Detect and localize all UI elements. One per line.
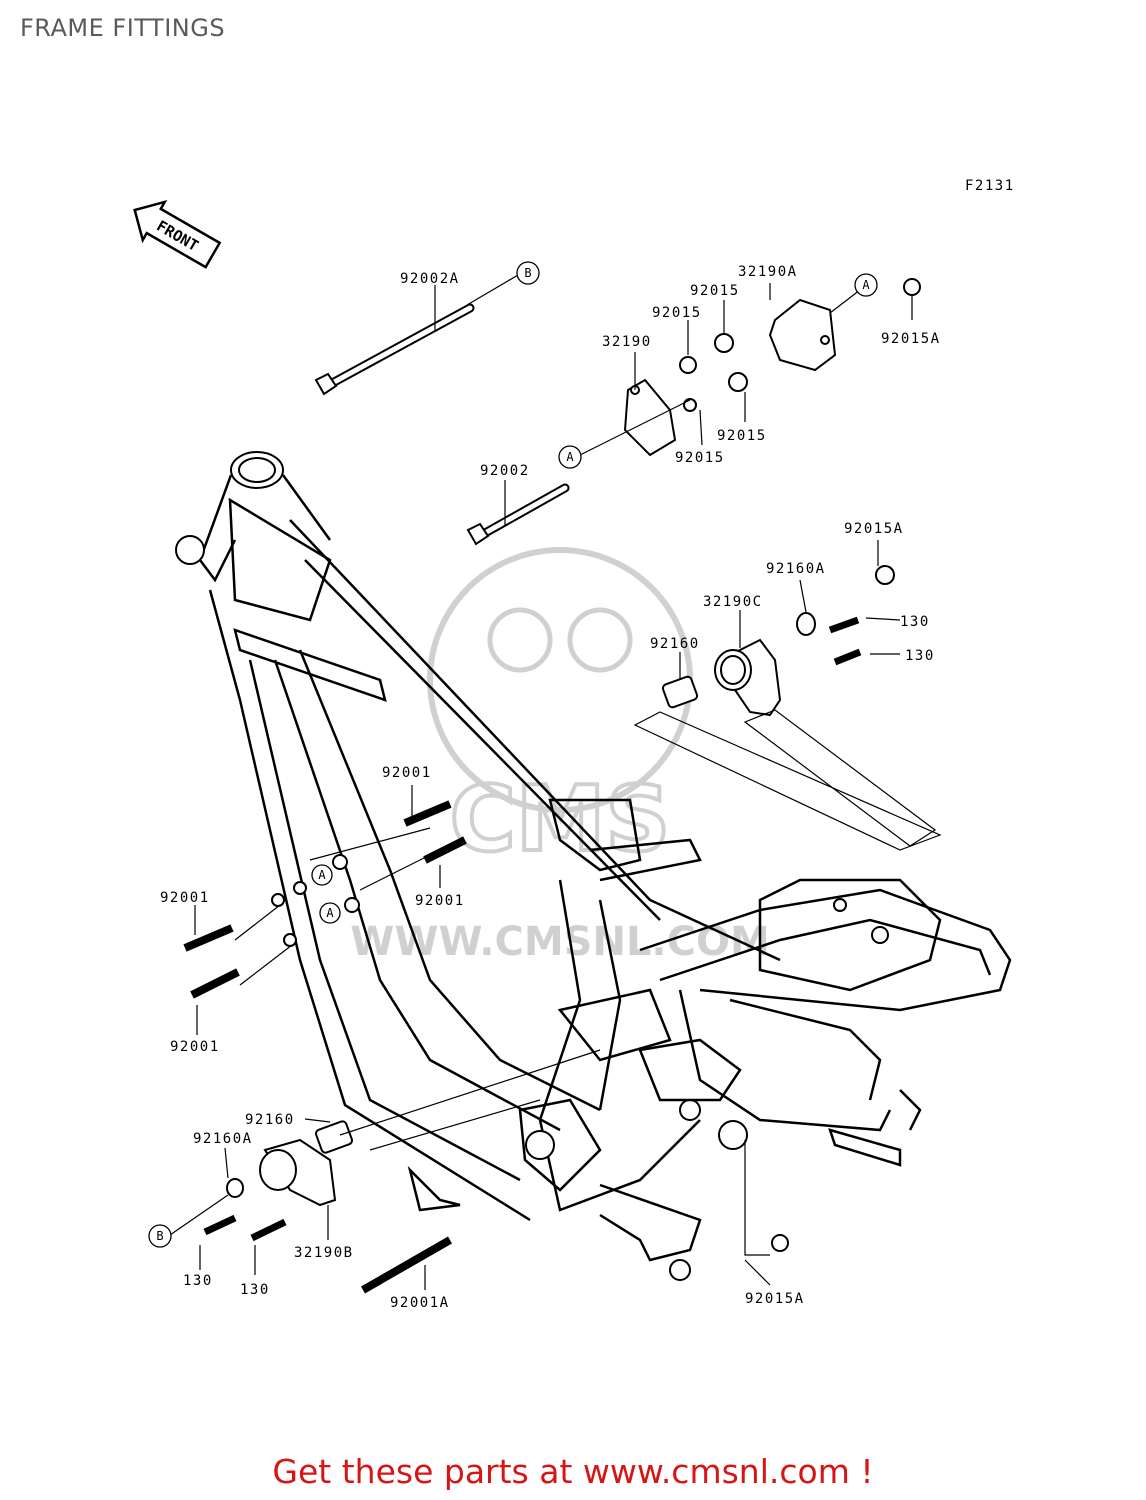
bolt-92002-icon <box>466 483 570 546</box>
label-92002A: 92002A <box>400 271 460 287</box>
svg-text:A: A <box>326 906 334 920</box>
label-92015A-mid: 92015A <box>844 521 904 537</box>
label-130-b: 130 <box>905 648 935 664</box>
bushing-92160-top-icon <box>661 675 699 709</box>
svg-text:A: A <box>862 278 870 292</box>
label-92002: 92002 <box>480 463 530 479</box>
label-32190C: 32190C <box>703 594 763 610</box>
label-92160-top: 92160 <box>650 636 700 652</box>
ref-marker-A-frame2: A <box>319 902 341 924</box>
label-32190B: 32190B <box>294 1245 354 1261</box>
bolt-92002A-icon <box>314 303 475 396</box>
svg-text:A: A <box>318 868 326 882</box>
label-92001A: 92001A <box>390 1295 450 1311</box>
svg-text:A: A <box>566 450 574 464</box>
label-92015-a: 92015 <box>690 283 740 299</box>
part-labels: 92002A 32190A 92015 92015 92015A 32190 9… <box>160 264 941 1311</box>
label-92001-c: 92001 <box>160 890 210 906</box>
svg-text:B: B <box>156 1229 163 1243</box>
label-92001-d: 92001 <box>170 1039 220 1055</box>
mount-32190B-icon <box>259 1138 337 1207</box>
label-130-a: 130 <box>900 614 930 630</box>
label-92001-b: 92001 <box>415 893 465 909</box>
label-92001-a: 92001 <box>382 765 432 781</box>
bolt-92001-icon <box>183 800 467 1294</box>
footer-link[interactable]: Get these parts at www.cmsnl.com ! <box>272 1452 874 1491</box>
leader-lines <box>169 274 942 1290</box>
nut-92015-icon <box>679 278 921 1252</box>
label-32190: 32190 <box>602 334 652 350</box>
bracket-32190-icon <box>623 378 677 457</box>
figure-code: F2131 <box>965 178 1015 194</box>
bushing-92160-bot-icon <box>314 1120 354 1154</box>
label-130-c: 130 <box>183 1273 213 1289</box>
label-92015A-top: 92015A <box>881 331 941 347</box>
label-92015-d: 92015 <box>675 450 725 466</box>
label-92160-bot: 92160 <box>245 1112 295 1128</box>
bracket-32190A-icon <box>768 298 837 372</box>
label-92160A-bot: 92160A <box>193 1131 253 1147</box>
label-92160A-top: 92160A <box>766 561 826 577</box>
label-92015-b: 92015 <box>652 305 702 321</box>
ref-marker-B-bot: B <box>148 1224 172 1248</box>
label-130-d: 130 <box>240 1282 270 1298</box>
motorcycle-frame <box>175 451 1012 1281</box>
front-arrow-icon: FRONT <box>133 199 222 269</box>
label-92015-c: 92015 <box>717 428 767 444</box>
watermark-text: WWW.CMSNL.COM <box>350 919 770 965</box>
ref-marker-A-left: A <box>558 445 582 469</box>
watermark-logo: CMS WWW.CMSNL.COM <box>350 547 770 965</box>
washer-92160A-top-icon <box>796 612 816 636</box>
label-32190A: 32190A <box>738 264 798 280</box>
ref-marker-B-top: B <box>516 261 540 285</box>
svg-text:B: B <box>524 266 531 280</box>
mount-32190C-icon <box>714 638 782 717</box>
page-title: FRAME FITTINGS <box>20 14 226 42</box>
bolt-130-icon <box>203 616 862 1242</box>
ref-marker-A-top: A <box>854 273 878 297</box>
label-92015A-bot: 92015A <box>745 1291 805 1307</box>
washer-92160A-bot-icon <box>226 1178 244 1198</box>
ref-marker-A-frame1: A <box>311 864 333 886</box>
